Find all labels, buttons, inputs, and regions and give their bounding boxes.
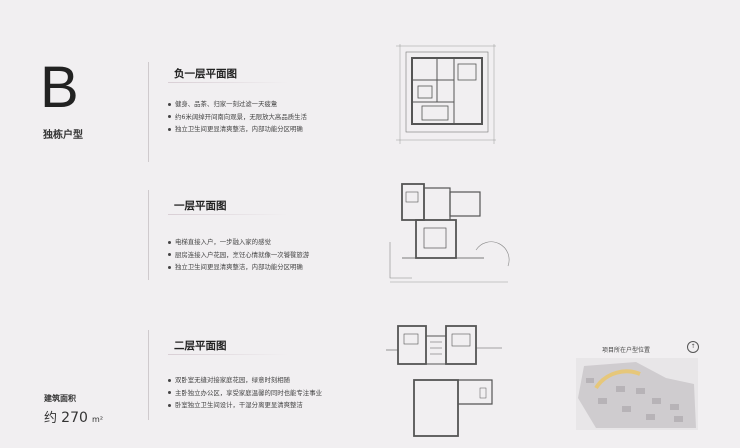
area-number: 270 [61, 410, 88, 426]
bullet-item: 独立卫生间更显清爽整洁，内部功能分区明确 [168, 261, 309, 274]
bullet-item: 厨房连接入户花园，烹饪心情就像一次饕餮旅游 [168, 249, 309, 262]
area-unit: m² [92, 415, 104, 424]
area-label: 建筑面积 [44, 394, 76, 403]
unit-type-letter: B [40, 55, 79, 120]
divider-line [148, 62, 149, 162]
divider-line [148, 190, 149, 280]
floor-plan-first-floor [388, 178, 518, 290]
floor-plan-basement [392, 40, 502, 150]
location-map [576, 358, 698, 430]
compass-icon: ↑ [687, 341, 699, 353]
floor-plan-second-floor [384, 320, 514, 444]
unit-type-label: 独栋户型 [43, 130, 83, 141]
section-bullets-first-floor: 电梯直接入户，一步融入家的感觉 厨房连接入户花园，烹饪心情就像一次饕餮旅游 独立… [168, 236, 309, 274]
section-bullets-basement: 健身、品茶、归家一刻过滤一天疲惫 约6米阔绰开间南向观景，无限放大高品质生活 独… [168, 98, 307, 136]
section-underline [168, 214, 288, 215]
bullet-item: 双卧室无缝对接家庭花园，绿意时刻相随 [168, 374, 322, 387]
section-bullets-second-floor: 双卧室无缝对接家庭花园，绿意时刻相随 主卧独立办公区，享受家庭温馨的同时也能专注… [168, 374, 322, 412]
section-title-second-floor: 二层平面图 [174, 340, 227, 352]
bullet-item: 独立卫生间更显清爽整洁，内部功能分区明确 [168, 123, 307, 136]
divider-line [148, 330, 149, 420]
section-underline [168, 82, 288, 83]
map-caption: 项目所在户型位置 [602, 347, 651, 354]
section-title-basement: 负一层平面图 [174, 68, 237, 80]
section-title-first-floor: 一层平面图 [174, 200, 227, 212]
bullet-item: 电梯直接入户，一步融入家的感觉 [168, 236, 309, 249]
bullet-item: 约6米阔绰开间南向观景，无限放大高品质生活 [168, 111, 307, 124]
bullet-item: 健身、品茶、归家一刻过滤一天疲惫 [168, 98, 307, 111]
bullet-item: 主卧独立办公区，享受家庭温馨的同时也能专注事业 [168, 387, 322, 400]
area-value: 约 270 m² [44, 407, 103, 426]
bullet-item: 卧室独立卫生间设计，干湿分离更显清爽整洁 [168, 399, 322, 412]
area-prefix: 约 [44, 411, 58, 426]
section-underline [168, 354, 288, 355]
